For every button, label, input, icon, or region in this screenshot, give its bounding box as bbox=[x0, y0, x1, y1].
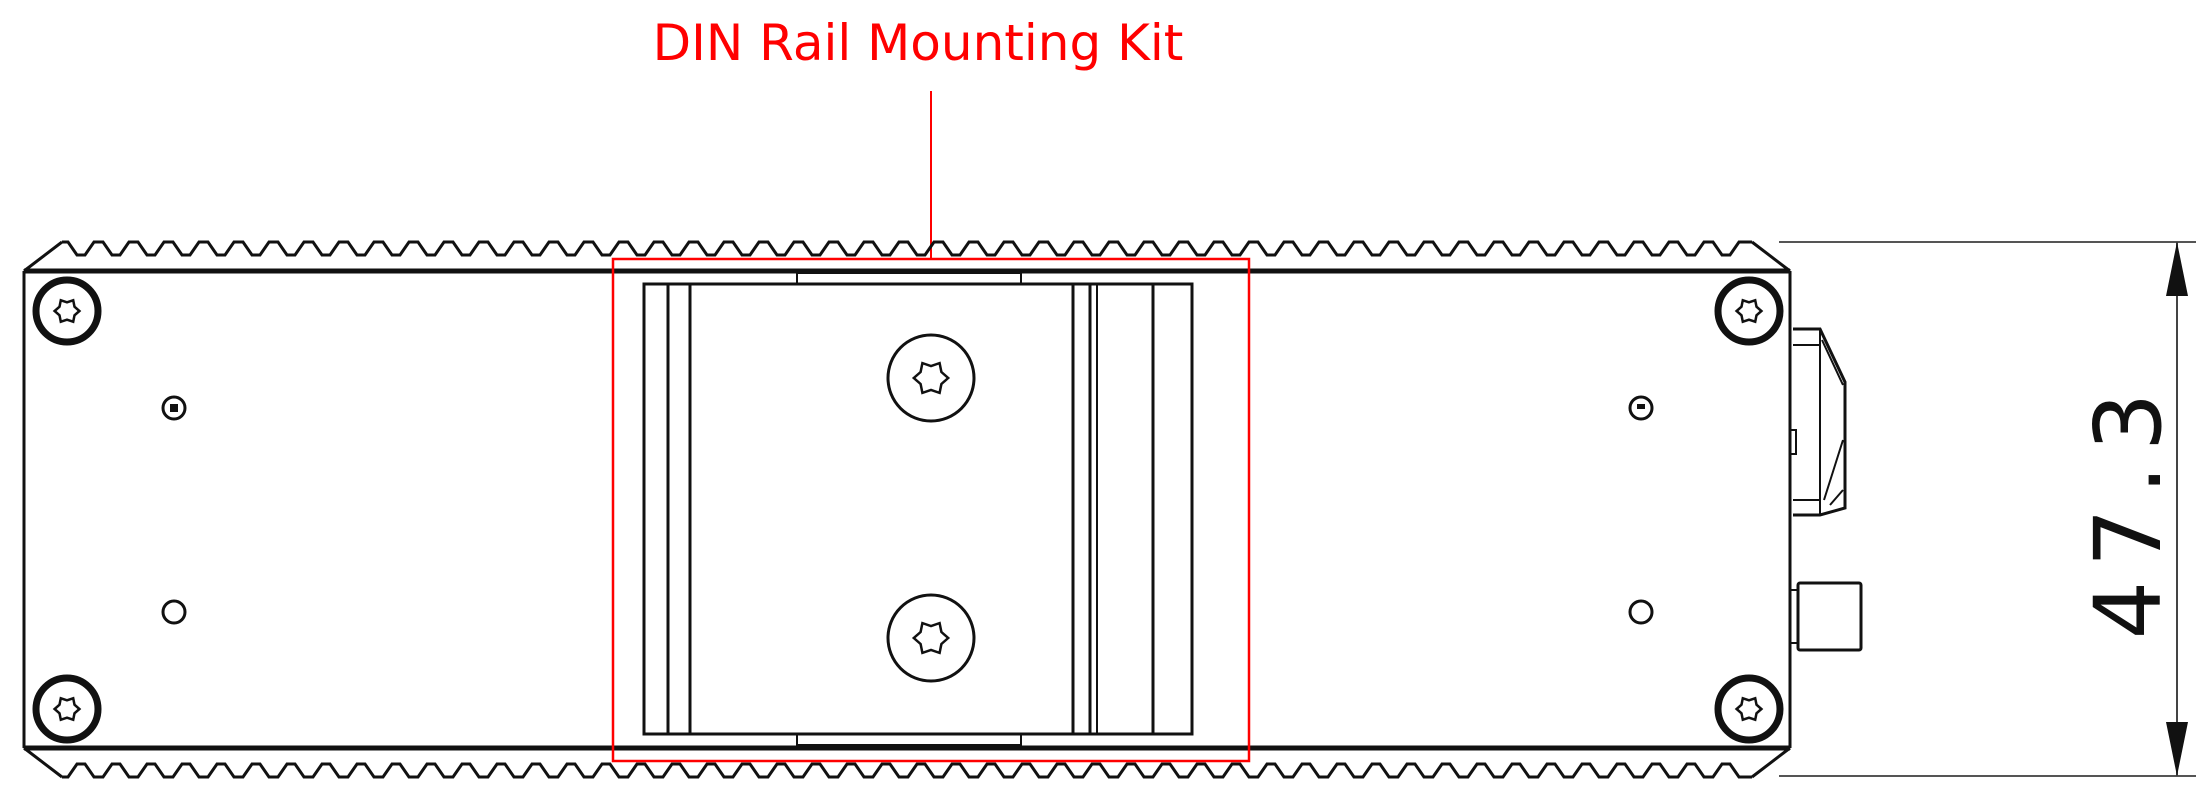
screw-icon bbox=[32, 674, 102, 744]
top-ridge bbox=[62, 240, 1752, 257]
hole-icon bbox=[161, 599, 187, 625]
height-dimension: 47.3 bbox=[1779, 241, 2196, 777]
callout-label: DIN Rail Mounting Kit bbox=[653, 14, 1184, 72]
din-rail-bracket bbox=[642, 272, 1194, 746]
small-holes bbox=[161, 395, 1654, 625]
bottom-ridge bbox=[62, 762, 1752, 779]
side-connector bbox=[1789, 327, 1847, 517]
screw-icon bbox=[886, 333, 976, 423]
hole-icon bbox=[1628, 599, 1654, 625]
screw-icon bbox=[1714, 276, 1784, 346]
arrow-up-icon bbox=[2166, 242, 2188, 296]
screw-icon bbox=[886, 593, 976, 683]
callout-highlight-box bbox=[611, 257, 1251, 763]
dimension-value: 47.3 bbox=[2075, 379, 2182, 640]
screw-icon bbox=[1714, 674, 1784, 744]
hole-icon bbox=[1628, 395, 1654, 421]
device-body bbox=[22, 240, 1792, 779]
side-led-connector bbox=[1789, 581, 1863, 652]
arrow-down-icon bbox=[2166, 722, 2188, 776]
hole-icon bbox=[161, 395, 187, 421]
screw-icon bbox=[32, 276, 102, 346]
